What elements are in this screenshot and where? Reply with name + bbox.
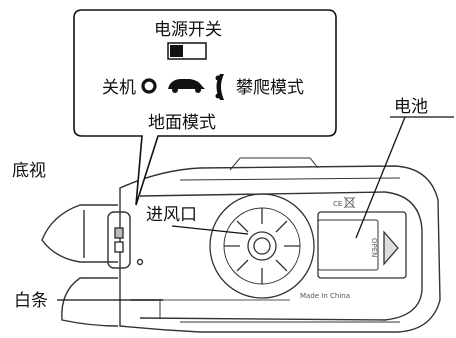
switch-panel [107,211,131,269]
power-off-label: 关机 [102,78,136,98]
switch-knob-icon [170,45,183,57]
ground-mode-label: 地面模式 [148,113,216,133]
ring-icon [141,78,157,94]
power-switch-graphic [167,42,207,60]
callout-box [73,9,337,206]
battery-compartment [317,211,407,279]
inner-hull [139,191,423,321]
wall-climb-icon [215,74,224,100]
left-rear-fin [61,277,119,327]
white-strip-label: 白条 [14,291,48,311]
left-front-fin [41,204,118,263]
air-intake-label: 进风口 [146,205,197,225]
battery-label: 电池 [394,97,428,117]
open-mark: OPEN [370,238,378,257]
climb-mode-label: 攀爬模式 [236,78,304,98]
car-icon [168,79,205,93]
car-body [41,157,441,333]
air-intake-fan [209,193,315,299]
air-intake-leader [171,225,249,235]
weee-bin-icon [343,196,356,209]
made-in-china: Made In China [300,292,350,300]
outer-hull [119,165,441,333]
battery-leader [355,116,406,239]
ce-mark: CE [333,200,342,208]
power-switch-label: 电源开关 [154,20,222,40]
view-title: 底视 [12,161,46,181]
